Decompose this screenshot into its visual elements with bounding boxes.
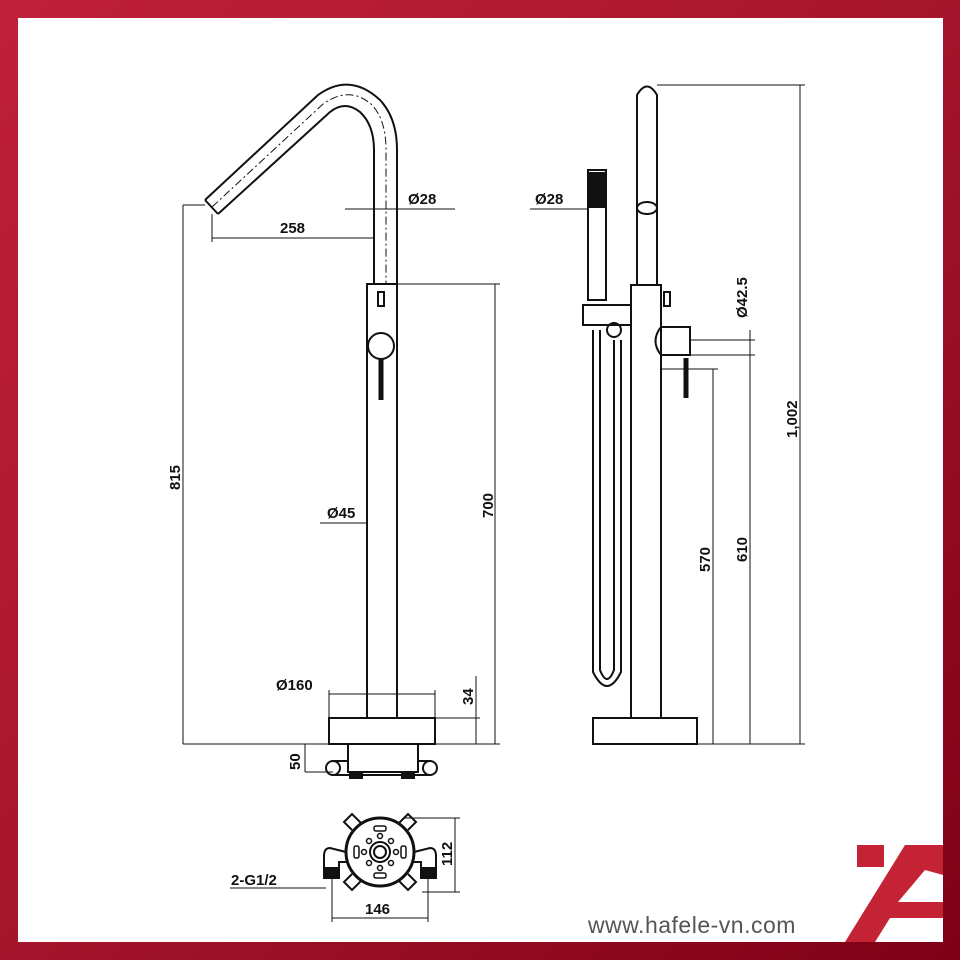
hafele-logo <box>845 845 943 942</box>
hose <box>592 330 622 687</box>
hand-shower <box>587 169 607 301</box>
dimension-lines <box>182 84 805 773</box>
dim-handle-dia: Ø42.5 <box>734 277 751 318</box>
dim-body-dia: Ø45 <box>327 505 355 522</box>
dim-50: 50 <box>287 753 304 770</box>
dimension-labels: 258 Ø28 Ø45 Ø160 815 700 34 50 Ø28 Ø42.5… <box>167 191 801 770</box>
dim-base-dia: Ø160 <box>276 677 313 694</box>
plan-view <box>230 812 460 922</box>
dim-connection: 2-G1/2 <box>231 872 277 889</box>
handle-knob <box>367 332 395 360</box>
side-handle <box>654 326 691 356</box>
spout-tube <box>636 85 658 285</box>
spout <box>204 83 398 284</box>
dim-815: 815 <box>167 465 184 490</box>
base-plate <box>328 717 436 745</box>
dim-handshower-dia: Ø28 <box>535 191 563 208</box>
dim-34: 34 <box>460 688 477 705</box>
dim-146: 146 <box>365 901 390 918</box>
dim-258: 258 <box>280 220 305 237</box>
drawing-sheet <box>18 18 943 942</box>
shower-holder <box>582 304 632 326</box>
dim-1002: 1,002 <box>784 400 801 438</box>
faucet-body-side <box>630 284 662 719</box>
faucet-body <box>366 283 398 719</box>
dim-570: 570 <box>697 547 714 572</box>
side-view <box>582 85 698 745</box>
dim-700: 700 <box>480 493 497 518</box>
mounting-box <box>347 743 419 773</box>
front-view <box>204 83 438 779</box>
dim-112: 112 <box>439 842 456 866</box>
website-url[interactable]: www.hafele-vn.com <box>588 912 796 938</box>
base-plate-side <box>592 717 698 745</box>
dim-610: 610 <box>734 537 751 562</box>
dim-spout-dia: Ø28 <box>408 191 436 208</box>
